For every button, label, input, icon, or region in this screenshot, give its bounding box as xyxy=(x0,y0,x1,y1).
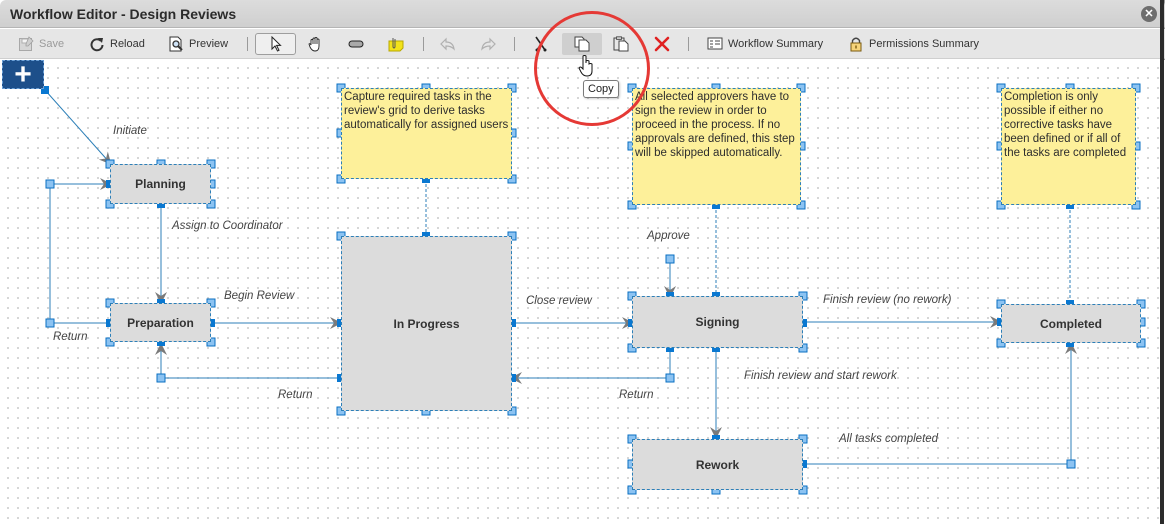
diagram-canvas[interactable] xyxy=(0,60,1165,524)
toolbar-separator xyxy=(247,37,248,51)
preview-button[interactable]: Preview xyxy=(168,33,228,55)
transition-label-begin-review[interactable]: Begin Review xyxy=(224,290,295,302)
reload-icon xyxy=(89,36,105,52)
summary-icon xyxy=(707,36,723,52)
note-signing[interactable]: All selected approvers have to sign the … xyxy=(632,88,801,205)
preview-label: Preview xyxy=(189,38,229,50)
copy-button[interactable] xyxy=(562,33,602,55)
hand-icon xyxy=(307,36,323,52)
note-text: Completion is only possible if either no… xyxy=(1004,91,1127,159)
workflow-summary-button[interactable]: Workflow Summary xyxy=(707,33,823,55)
toolbar-separator xyxy=(423,37,424,51)
state-completed[interactable]: Completed xyxy=(1001,304,1141,343)
toolbar: Save Reload Preview xyxy=(0,29,1165,59)
transition-label-close-review[interactable]: Close review xyxy=(526,295,592,307)
state-label: In Progress xyxy=(393,316,460,331)
lock-icon xyxy=(848,36,864,52)
transition-label-return[interactable]: Return xyxy=(53,331,88,343)
transition-label-finish-review-no-rework[interactable]: Finish review (no rework) xyxy=(823,294,952,306)
pan-tool-button[interactable] xyxy=(307,33,323,55)
note-completed[interactable]: Completion is only possible if either no… xyxy=(1001,88,1136,205)
state-label: Signing xyxy=(695,315,740,329)
delete-button[interactable] xyxy=(654,33,670,55)
cut-button[interactable] xyxy=(533,33,549,55)
redo-button[interactable] xyxy=(480,33,496,55)
window-title: Workflow Editor - Design Reviews xyxy=(10,6,237,22)
reload-button[interactable]: Reload xyxy=(89,33,145,55)
title-bar: Workflow Editor - Design Reviews ✕ xyxy=(0,0,1165,28)
transition-label-finish-review-start-rework[interactable]: Finish review and start rework xyxy=(744,370,897,382)
connectors-layer xyxy=(41,83,1146,495)
state-preparation[interactable]: Preparation xyxy=(110,303,211,342)
state-label: Planning xyxy=(135,177,186,191)
transition-label-initiate[interactable]: Initiate xyxy=(113,125,147,137)
state-tool-button[interactable] xyxy=(348,33,364,55)
transition-label-all-tasks-completed[interactable]: All tasks completed xyxy=(839,433,939,445)
save-button[interactable]: Save xyxy=(18,33,64,55)
state-planning[interactable]: Planning xyxy=(110,164,211,204)
toolbar-separator xyxy=(514,37,515,51)
workflow-summary-label: Workflow Summary xyxy=(728,38,824,50)
state-in-progress[interactable]: In Progress xyxy=(341,236,512,411)
transition-label-return[interactable]: Return xyxy=(278,389,313,401)
save-label: Save xyxy=(39,38,65,50)
redo-icon xyxy=(480,36,496,52)
transition-label-return[interactable]: Return xyxy=(619,389,654,401)
paste-button[interactable] xyxy=(613,33,629,55)
toolbar-separator xyxy=(688,37,689,51)
start-node[interactable]: + xyxy=(2,58,44,91)
state-label: Preparation xyxy=(127,315,194,330)
state-signing[interactable]: Signing xyxy=(632,296,803,348)
note-text: Capture required tasks in the review's g… xyxy=(344,91,509,131)
reload-label: Reload xyxy=(110,38,145,50)
plus-icon: + xyxy=(14,58,32,91)
undo-icon xyxy=(440,36,456,52)
state-rework[interactable]: Rework xyxy=(632,439,803,490)
delete-x-icon xyxy=(654,36,670,52)
preview-icon xyxy=(168,36,184,52)
select-tool-button[interactable] xyxy=(255,33,296,55)
note-tool-button[interactable] xyxy=(388,33,404,55)
permissions-summary-label: Permissions Summary xyxy=(869,38,980,50)
pointer-icon xyxy=(268,35,284,52)
copy-tooltip: Copy xyxy=(583,80,619,98)
rounded-rect-icon xyxy=(348,36,364,52)
copy-icon xyxy=(574,36,590,52)
undo-button[interactable] xyxy=(440,33,456,55)
scissors-icon xyxy=(533,36,549,52)
transition-label-approve[interactable]: Approve xyxy=(647,230,690,242)
paste-icon xyxy=(613,36,629,52)
note-in-progress[interactable]: Capture required tasks in the review's g… xyxy=(341,88,512,179)
transition-label-assign-to-coordinator[interactable]: Assign to Coordinator xyxy=(172,220,283,232)
sticky-note-icon xyxy=(388,36,404,52)
state-label: Rework xyxy=(695,457,740,472)
note-text: All selected approvers have to sign the … xyxy=(635,91,795,159)
window-border xyxy=(1160,0,1164,524)
state-label: Completed xyxy=(1039,316,1102,331)
close-icon[interactable]: ✕ xyxy=(1141,6,1157,22)
hand-cursor-icon xyxy=(578,55,593,77)
save-icon xyxy=(18,36,34,52)
permissions-summary-button[interactable]: Permissions Summary xyxy=(848,33,979,55)
